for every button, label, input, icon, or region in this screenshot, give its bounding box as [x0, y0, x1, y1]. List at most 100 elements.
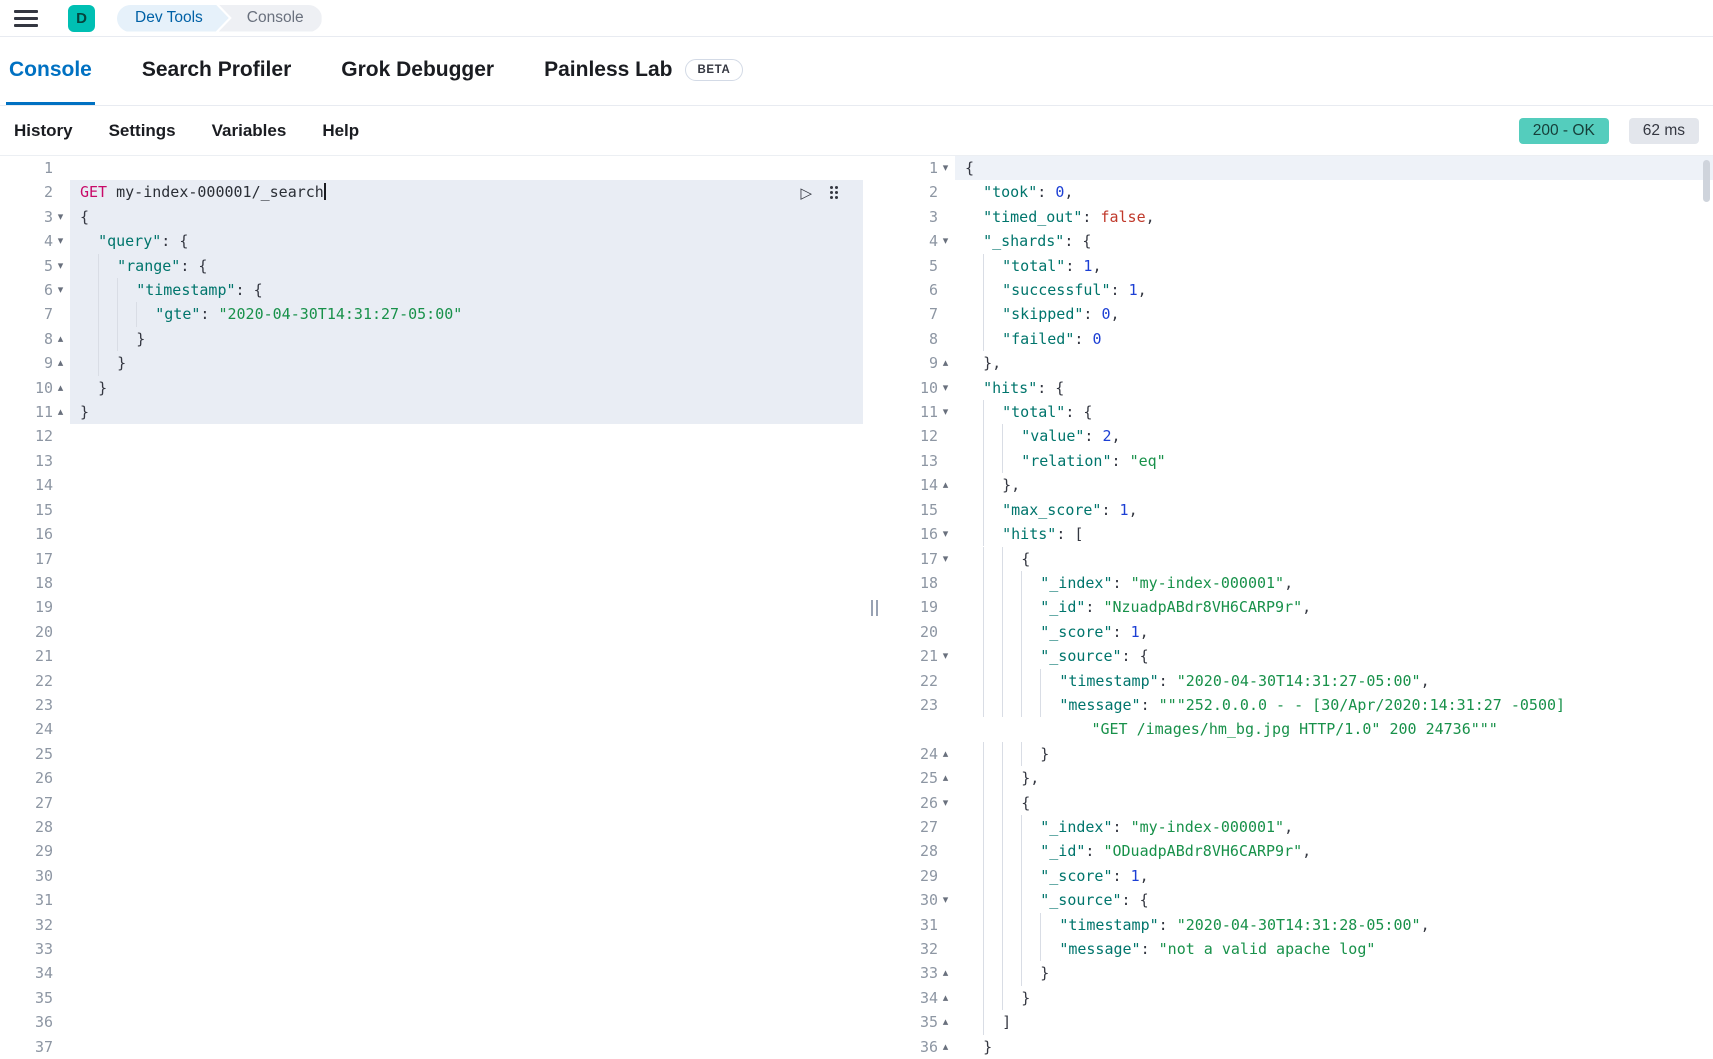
code-line[interactable]: 20 "_score": 1, [885, 620, 1713, 644]
code-line[interactable]: 16▾ "hits": [ [885, 522, 1713, 546]
code-text[interactable] [70, 888, 863, 912]
code-line[interactable]: 2 "took": 0, [885, 180, 1713, 204]
code-text[interactable] [70, 864, 863, 888]
code-text[interactable]: "max_score": 1, [955, 498, 1713, 522]
code-text[interactable] [70, 913, 863, 937]
code-line[interactable]: 5 "total": 1, [885, 254, 1713, 278]
code-text[interactable]: "timed_out": false, [955, 205, 1713, 229]
code-line[interactable]: 29 "_score": 1, [885, 864, 1713, 888]
code-line[interactable]: 36 [0, 1010, 863, 1034]
code-line[interactable]: 37 [0, 1035, 863, 1059]
tab-grok-debugger[interactable]: Grok Debugger [338, 37, 497, 105]
code-line[interactable]: 36▴ } [885, 1035, 1713, 1059]
code-text[interactable]: "value": 2, [955, 424, 1713, 448]
code-text[interactable]: "_index": "my-index-000001", [955, 815, 1713, 839]
tab-painless-lab[interactable]: Painless Lab BETA [541, 37, 746, 105]
space-avatar[interactable]: D [68, 5, 95, 32]
code-line[interactable]: 15 "max_score": 1, [885, 498, 1713, 522]
code-text[interactable] [70, 620, 863, 644]
menu-variables[interactable]: Variables [212, 121, 287, 141]
code-text[interactable] [70, 839, 863, 863]
code-text[interactable]: "timestamp": { [70, 278, 863, 302]
code-line[interactable]: 33 [0, 937, 863, 961]
code-line[interactable]: 11▾ "total": { [885, 400, 1713, 424]
code-text[interactable] [70, 717, 863, 741]
code-line[interactable]: 17 [0, 547, 863, 571]
request-editor[interactable]: 12GET my-index-000001/_search▷3▾{4▾ "que… [0, 156, 863, 1059]
code-text[interactable]: "gte": "2020-04-30T14:31:27-05:00" [70, 302, 863, 326]
code-line[interactable]: 30▾ "_source": { [885, 888, 1713, 912]
code-line[interactable]: 28 [0, 815, 863, 839]
code-line[interactable]: 27 "_index": "my-index-000001", [885, 815, 1713, 839]
code-text[interactable]: }, [955, 766, 1713, 790]
code-text[interactable]: "_index": "my-index-000001", [955, 571, 1713, 595]
code-text[interactable]: { [955, 791, 1713, 815]
code-text[interactable]: } [70, 376, 863, 400]
code-text[interactable]: }, [955, 351, 1713, 375]
code-text[interactable]: "relation": "eq" [955, 449, 1713, 473]
code-text[interactable]: "hits": { [955, 376, 1713, 400]
code-line[interactable]: 35▴ ] [885, 1010, 1713, 1034]
code-line[interactable]: 27 [0, 791, 863, 815]
code-text[interactable]: } [70, 327, 863, 351]
fold-open-icon[interactable]: ▾ [938, 644, 953, 668]
code-text[interactable]: "_id": "ODuadpABdr8VH6CARP9r", [955, 839, 1713, 863]
code-text[interactable]: "message": "not a valid apache log" [955, 937, 1713, 961]
code-line[interactable]: 10▾ "hits": { [885, 376, 1713, 400]
code-text[interactable]: "_score": 1, [955, 620, 1713, 644]
code-line[interactable]: 31 [0, 888, 863, 912]
fold-open-icon[interactable]: ▾ [938, 547, 953, 571]
code-line[interactable]: 1 [0, 156, 863, 180]
code-text[interactable]: "_source": { [955, 644, 1713, 668]
code-line[interactable]: 3▾{ [0, 205, 863, 229]
code-text[interactable]: { [955, 156, 1713, 180]
code-text[interactable]: "_score": 1, [955, 864, 1713, 888]
code-text[interactable] [70, 937, 863, 961]
code-text[interactable]: "timestamp": "2020-04-30T14:31:28-05:00"… [955, 913, 1713, 937]
code-line[interactable]: 11▴} [0, 400, 863, 424]
code-line[interactable]: 4▾ "_shards": { [885, 229, 1713, 253]
code-text[interactable] [70, 986, 863, 1010]
code-line[interactable]: 25▴ }, [885, 766, 1713, 790]
code-text[interactable] [70, 815, 863, 839]
code-line[interactable]: 18 [0, 571, 863, 595]
code-text[interactable]: "successful": 1, [955, 278, 1713, 302]
code-line[interactable]: 31 "timestamp": "2020-04-30T14:31:28-05:… [885, 913, 1713, 937]
tab-console[interactable]: Console [6, 37, 95, 105]
menu-help[interactable]: Help [322, 121, 359, 141]
code-text[interactable]: } [955, 961, 1713, 985]
fold-open-icon[interactable]: ▾ [938, 400, 953, 424]
fold-close-icon[interactable]: ▴ [53, 400, 68, 424]
code-line[interactable]: 16 [0, 522, 863, 546]
code-line[interactable]: 22 [0, 669, 863, 693]
breadcrumb-dev-tools[interactable]: Dev Tools [117, 5, 229, 32]
code-text[interactable] [70, 473, 863, 497]
fold-open-icon[interactable]: ▾ [938, 522, 953, 546]
fold-close-icon[interactable]: ▴ [938, 1035, 953, 1059]
code-line[interactable]: 17▾ { [885, 547, 1713, 571]
code-text[interactable] [70, 766, 863, 790]
code-line[interactable]: 22 "timestamp": "2020-04-30T14:31:27-05:… [885, 669, 1713, 693]
code-text[interactable] [70, 961, 863, 985]
code-text[interactable] [70, 742, 863, 766]
code-line[interactable]: 30 [0, 864, 863, 888]
code-line[interactable]: 14▴ }, [885, 473, 1713, 497]
code-line[interactable]: 8 "failed": 0 [885, 327, 1713, 351]
code-line[interactable]: 34 [0, 961, 863, 985]
code-line[interactable]: 9▴ } [0, 351, 863, 375]
code-text[interactable]: } [70, 351, 863, 375]
code-line[interactable]: 4▾ "query": { [0, 229, 863, 253]
code-line[interactable]: 9▴ }, [885, 351, 1713, 375]
fold-open-icon[interactable]: ▾ [938, 888, 953, 912]
fold-close-icon[interactable]: ▴ [938, 1010, 953, 1034]
response-editor[interactable]: 1▾{2 "took": 0,3 "timed_out": false,4▾ "… [885, 156, 1713, 1059]
code-text[interactable] [70, 156, 863, 180]
code-line[interactable]: 23 [0, 693, 863, 717]
code-text[interactable]: "took": 0, [955, 180, 1713, 204]
code-line[interactable]: 8▴ } [0, 327, 863, 351]
code-line[interactable]: 25 [0, 742, 863, 766]
code-text[interactable]: "skipped": 0, [955, 302, 1713, 326]
code-text[interactable] [70, 547, 863, 571]
code-line[interactable]: 24▴ } [885, 742, 1713, 766]
menu-history[interactable]: History [14, 121, 73, 141]
